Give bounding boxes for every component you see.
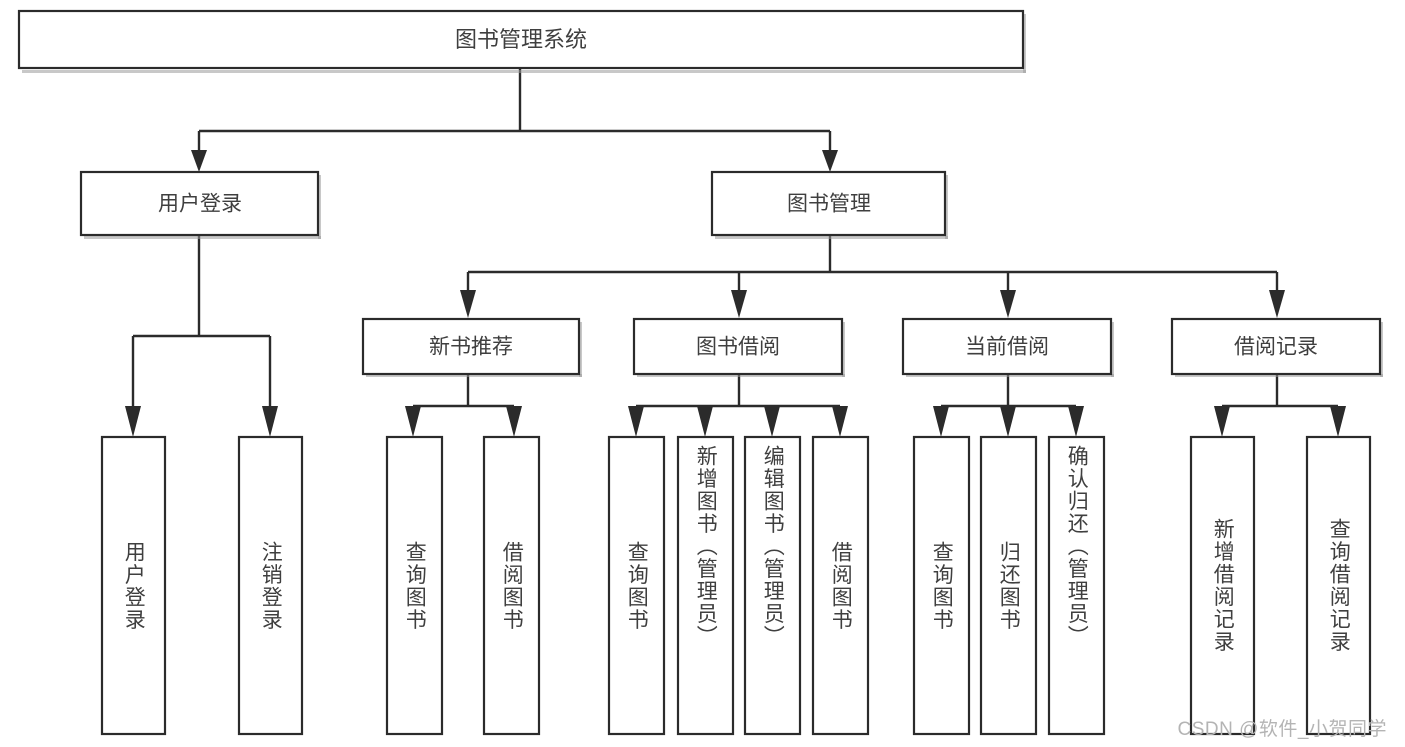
arrow-bookborrow-leaf-4 [832, 406, 848, 437]
leaf-box-leaf-borrow-book-2[interactable] [811, 435, 870, 736]
arrow-borrowrecord-leaf-2 [1330, 406, 1346, 437]
arrow-bookborrow-leaf-3 [764, 406, 780, 437]
node-box-current-borrow[interactable] [901, 317, 1113, 376]
arrow-root-to-user-login [191, 150, 207, 172]
arrow-bookmanage-to-bookborrow [731, 290, 747, 318]
arrow-bookborrow-leaf-1 [628, 406, 644, 437]
arrow-currentborrow-leaf-1 [933, 406, 949, 437]
node-layer: 图书管理系统 用户登录 图书管理 新书推荐 图书借阅 当前借阅 借阅记录 [17, 9, 1382, 376]
leaf-box-leaf-query-book-2[interactable] [607, 435, 666, 736]
node-label-current-borrow: 当前借阅 [965, 336, 1049, 359]
node-label-user-login: 用户登录 [158, 193, 242, 216]
node-box-book-borrow[interactable] [632, 317, 844, 376]
node-label-book-borrow: 图书借阅 [696, 336, 780, 359]
node-box-root[interactable] [17, 9, 1025, 70]
arrow-currentborrow-leaf-2 [1000, 406, 1016, 437]
leaf-box-leaf-query-record[interactable] [1305, 435, 1372, 736]
leaf-box-leaf-borrow-book-1[interactable] [482, 435, 541, 736]
leaf-box-leaf-return-book[interactable] [979, 435, 1038, 736]
arrow-currentborrow-leaf-3 [1068, 406, 1084, 437]
leaf-box-leaf-add-book[interactable] [676, 435, 735, 736]
leaf-box-leaf-logout[interactable] [237, 435, 304, 736]
node-label-root: 图书管理系统 [455, 27, 587, 52]
arrow-root-to-book-manage [822, 150, 838, 172]
leaf-box-leaf-query-book-1[interactable] [385, 435, 444, 736]
node-box-new-book-recommend[interactable] [361, 317, 581, 376]
arrow-userlogin-leaf-1 [125, 406, 141, 437]
connector-layer [125, 68, 1346, 437]
leaf-box-leaf-add-record[interactable] [1189, 435, 1256, 736]
shadow-layer [22, 14, 1383, 377]
leaf-layer [100, 435, 1372, 736]
arrow-borrowrecord-leaf-1 [1214, 406, 1230, 437]
watermark-text: CSDN @软件_小贺同学 [1177, 719, 1387, 740]
arrow-bookmanage-to-currentborrow [1000, 290, 1016, 318]
leaf-box-leaf-confirm-return[interactable] [1047, 435, 1106, 736]
arrow-bookborrow-leaf-2 [697, 406, 713, 437]
arrow-userlogin-leaf-2 [262, 406, 278, 437]
leaf-box-leaf-query-book-3[interactable] [912, 435, 971, 736]
node-box-borrow-record[interactable] [1170, 317, 1382, 376]
node-label-new-book-recommend: 新书推荐 [429, 336, 513, 359]
node-box-user-login[interactable] [79, 170, 320, 237]
arrow-newbook-leaf-1 [405, 406, 421, 437]
arrow-bookmanage-to-newbook [460, 290, 476, 318]
leaf-box-leaf-edit-book[interactable] [743, 435, 802, 736]
node-label-book-manage: 图书管理 [787, 193, 871, 216]
arrow-newbook-leaf-2 [506, 406, 522, 437]
leaf-box-leaf-user-login[interactable] [100, 435, 167, 736]
node-label-borrow-record: 借阅记录 [1234, 336, 1318, 359]
arrow-bookmanage-to-borrowrecord [1269, 290, 1285, 318]
node-box-book-manage[interactable] [710, 170, 947, 237]
